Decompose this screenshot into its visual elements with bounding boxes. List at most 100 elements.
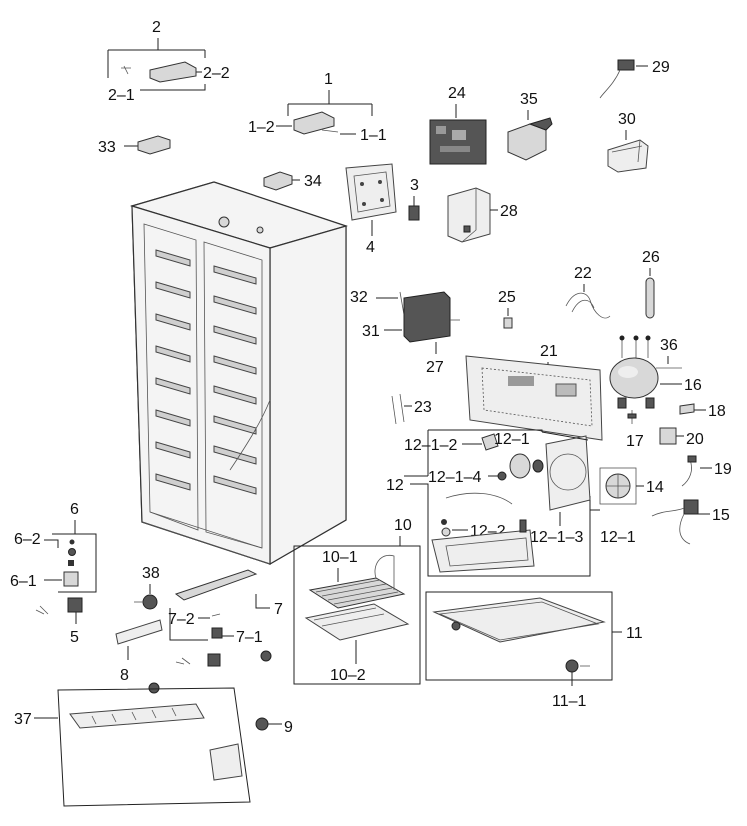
label-18: 18: [708, 403, 726, 420]
label-6-1: 6–1: [10, 573, 37, 590]
part-38-group: 38: [134, 565, 160, 610]
label-20: 20: [686, 431, 704, 448]
label-7: 7: [274, 601, 283, 618]
label-6-2: 6–2: [14, 531, 41, 548]
label-2-1: 2–1: [108, 87, 135, 104]
label-4: 4: [366, 239, 375, 256]
part-6-group: 6 6–2 6–1 5: [10, 501, 97, 646]
label-12-1-top: 12–1: [494, 431, 530, 448]
label-1-2: 1–2: [248, 119, 275, 136]
part-37-group: 37: [14, 687, 251, 807]
part-16-36-group: 36 16: [609, 335, 702, 409]
part-12-group: 12–1–2 12–1 12 12–1–4 12–1 12–1–3 14 12–…: [386, 429, 664, 577]
label-9: 9: [284, 719, 293, 736]
label-15: 15: [712, 507, 730, 524]
label-19: 19: [714, 461, 732, 478]
label-3: 3: [410, 177, 419, 194]
cabinet-assembly: [129, 181, 349, 566]
part-6-1: [63, 571, 79, 587]
part-38-roller: [142, 594, 158, 610]
part-25-group: 25: [498, 289, 516, 329]
part-18-clip: [679, 403, 695, 415]
part-7-group: 7 7–2 7–1: [168, 569, 283, 667]
part-9-leg: [255, 717, 269, 731]
label-28: 28: [500, 203, 518, 220]
part-23-drain: [391, 393, 405, 425]
label-12-1-4: 12–1–4: [428, 469, 481, 486]
part-7-1: [211, 627, 223, 639]
label-1: 1: [324, 71, 333, 88]
part-17-18-20-group: 18 17 20: [626, 403, 726, 450]
label-38: 38: [142, 565, 160, 582]
label-29: 29: [652, 59, 670, 76]
label-10-2: 10–2: [330, 667, 366, 684]
label-26: 26: [642, 249, 660, 266]
label-23: 23: [414, 399, 432, 416]
label-12-1-3: 12–1–3: [530, 529, 583, 546]
part-2-group: 2 2–1 2–2: [107, 19, 230, 104]
label-1-1: 1–1: [360, 127, 387, 144]
part-2-2-cover: [149, 61, 197, 83]
label-25: 25: [498, 289, 516, 306]
freezer-shelves: [155, 249, 191, 491]
part-22-tube: [565, 292, 611, 319]
part-19-harness: [681, 459, 692, 487]
part-24-group: 24: [429, 85, 487, 165]
part-12-1-2: [481, 433, 499, 451]
part-23-group: 23: [391, 393, 432, 425]
part-8-group: 8: [115, 619, 163, 694]
label-31: 31: [362, 323, 380, 340]
label-12-1-2: 12–1–2: [404, 437, 457, 454]
part-12-wire: [445, 492, 513, 505]
part-4-frame: [345, 163, 397, 221]
label-24: 24: [448, 85, 466, 102]
part-22-group: 22: [565, 265, 611, 319]
label-8: 8: [120, 667, 129, 684]
part-37-grille: [69, 703, 205, 729]
part-21-group: 21: [465, 343, 603, 441]
part-35-damper: [507, 123, 547, 161]
part-37-frame: [57, 687, 251, 807]
part-28-group: 28: [447, 187, 518, 243]
part-15-motor: [683, 499, 699, 515]
part-29-sensor: [617, 59, 635, 71]
label-10-1: 10–1: [322, 549, 358, 566]
label-32: 32: [350, 289, 368, 306]
part-11-base: [432, 597, 606, 643]
label-14: 14: [646, 479, 664, 496]
part-6-2: [68, 548, 76, 556]
part-12-1-4: [497, 471, 507, 481]
part-33-bracket: [137, 135, 171, 155]
part-5-hinge: [67, 597, 83, 613]
part-1-2-cover: [293, 111, 335, 135]
part-10-2-heater: [304, 603, 410, 641]
label-36: 36: [660, 337, 678, 354]
part-11-frame: [425, 591, 613, 681]
label-10: 10: [394, 517, 412, 534]
part-34-hinge: [263, 171, 293, 191]
label-11-1: 11–1: [552, 693, 587, 710]
part-33-group: 33: [98, 135, 171, 156]
part-34-group: 34: [263, 171, 322, 191]
part-1-group: 1 1–2 1–1: [248, 71, 387, 144]
label-7-1: 7–1: [236, 629, 263, 646]
label-11: 11: [626, 625, 643, 642]
label-22: 22: [574, 265, 592, 282]
part-8-cover: [115, 619, 163, 645]
label-37: 37: [14, 711, 32, 728]
label-6: 6: [70, 501, 79, 518]
part-12-1-motor: [509, 453, 531, 479]
part-10-frame: [293, 545, 421, 685]
part-10-1-evaporator: [308, 577, 406, 609]
part-24-pcb: [429, 119, 487, 165]
fridge-shelves: [213, 265, 257, 495]
part-20-relay: [659, 427, 677, 445]
label-12: 12: [386, 477, 404, 494]
label-2-2: 2–2: [203, 65, 230, 82]
label-17: 17: [626, 433, 644, 450]
part-9-group: 9: [255, 650, 293, 736]
label-5: 5: [70, 629, 79, 646]
part-15-19-group: 19 15: [651, 455, 732, 545]
part-3-4-group: 3 4: [345, 163, 420, 256]
